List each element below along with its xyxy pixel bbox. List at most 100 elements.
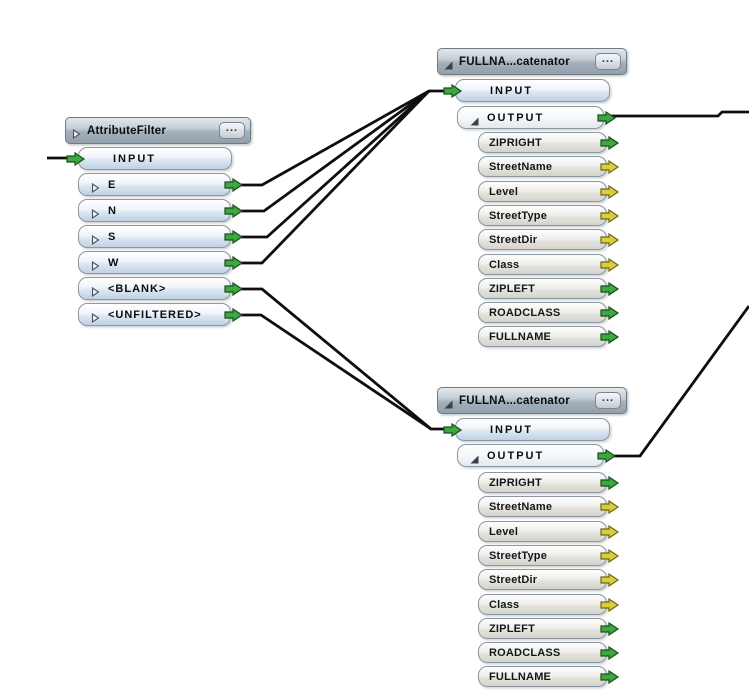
attribute-arrow-icon[interactable] bbox=[600, 257, 620, 272]
input-arrow-icon[interactable] bbox=[443, 422, 463, 437]
attribute-arrow-icon[interactable] bbox=[600, 208, 620, 223]
attribute-arrow-icon[interactable] bbox=[600, 475, 620, 490]
attribute-row-class[interactable]: Class bbox=[478, 254, 620, 275]
collapse-triangle-icon[interactable] bbox=[91, 232, 100, 245]
attribute-label: Level bbox=[489, 525, 519, 538]
port-label: <UNFILTERED> bbox=[108, 308, 202, 321]
attribute-row-streetname[interactable]: StreetName bbox=[478, 156, 620, 177]
filter-port-n[interactable]: N bbox=[78, 199, 244, 222]
port-label: E bbox=[108, 178, 117, 191]
connection-bottom-output-upright[interactable] bbox=[611, 305, 749, 458]
input-arrow-icon[interactable] bbox=[66, 151, 86, 166]
connection-top-output-right[interactable] bbox=[611, 110, 749, 118]
attribute-row-zipleft[interactable]: ZIPLEFT bbox=[478, 278, 620, 299]
port-label: N bbox=[108, 204, 117, 217]
collapse-triangle-icon[interactable] bbox=[91, 258, 100, 271]
filter-port-blank[interactable]: <BLANK> bbox=[78, 277, 244, 300]
attribute-label: ZIPLEFT bbox=[489, 282, 536, 295]
attribute-row-streettype[interactable]: StreetType bbox=[478, 545, 620, 566]
port-input[interactable]: INPUT bbox=[66, 147, 232, 170]
transformer-title: FULLNA...catenator bbox=[459, 394, 570, 407]
attribute-row-streettype[interactable]: StreetType bbox=[478, 205, 620, 226]
attribute-row-level[interactable]: Level bbox=[478, 521, 620, 542]
expand-triangle-icon[interactable] bbox=[444, 396, 453, 408]
attribute-row-streetname[interactable]: StreetName bbox=[478, 496, 620, 517]
attribute-arrow-icon[interactable] bbox=[600, 645, 620, 660]
attribute-row-streetdir[interactable]: StreetDir bbox=[478, 569, 620, 590]
attribute-label: StreetName bbox=[489, 500, 553, 513]
attribute-arrow-icon[interactable] bbox=[600, 669, 620, 684]
attribute-arrow-icon[interactable] bbox=[600, 159, 620, 174]
connection-s-to-top-input[interactable] bbox=[239, 89, 430, 239]
connection-w-to-top-input[interactable] bbox=[239, 90, 431, 265]
attribute-row-zipright[interactable]: ZIPRIGHT bbox=[478, 132, 620, 153]
attribute-arrow-icon[interactable] bbox=[600, 597, 620, 612]
collapse-triangle-icon[interactable] bbox=[91, 310, 100, 323]
output-arrow-icon[interactable] bbox=[224, 203, 244, 218]
attribute-row-fullname[interactable]: FULLNAME bbox=[478, 326, 620, 347]
port-label: OUTPUT bbox=[487, 111, 545, 124]
filter-port-s[interactable]: S bbox=[78, 225, 244, 248]
attribute-row-roadclass[interactable]: ROADCLASS bbox=[478, 642, 620, 663]
attribute-label: StreetName bbox=[489, 160, 553, 173]
attribute-arrow-icon[interactable] bbox=[600, 281, 620, 296]
attribute-label: StreetDir bbox=[489, 573, 538, 586]
attribute-label: Class bbox=[489, 258, 520, 271]
connection-e-to-top-input[interactable] bbox=[239, 89, 452, 187]
filter-port-unfiltered[interactable]: <UNFILTERED> bbox=[78, 303, 244, 326]
output-arrow-icon[interactable] bbox=[597, 110, 617, 125]
attribute-arrow-icon[interactable] bbox=[600, 232, 620, 247]
attribute-label: StreetType bbox=[489, 209, 548, 222]
output-arrow-icon[interactable] bbox=[224, 229, 244, 244]
output-arrow-icon[interactable] bbox=[224, 281, 244, 296]
connection-unfiltered-to-bottom-input[interactable] bbox=[239, 313, 432, 431]
attribute-arrow-icon[interactable] bbox=[600, 621, 620, 636]
filter-port-w[interactable]: W bbox=[78, 251, 244, 274]
attribute-label: ZIPLEFT bbox=[489, 622, 536, 635]
connection-blank-to-bottom-input[interactable] bbox=[239, 287, 452, 431]
attributefilter-header[interactable]: AttributeFilter ... bbox=[65, 117, 251, 144]
attribute-arrow-icon[interactable] bbox=[600, 184, 620, 199]
attribute-arrow-icon[interactable] bbox=[600, 305, 620, 320]
attribute-arrow-icon[interactable] bbox=[600, 499, 620, 514]
input-arrow-icon[interactable] bbox=[443, 83, 463, 98]
attribute-row-class[interactable]: Class bbox=[478, 594, 620, 615]
port-input[interactable]: INPUT bbox=[443, 418, 610, 441]
output-arrow-icon[interactable] bbox=[224, 307, 244, 322]
transformer-concatenator-bottom: FULLNA...catenator ... INPUT OUTPUT ZIPR… bbox=[437, 387, 627, 696]
port-input[interactable]: INPUT bbox=[443, 79, 610, 102]
attribute-arrow-icon[interactable] bbox=[600, 329, 620, 344]
properties-ellipsis-button[interactable]: ... bbox=[219, 122, 245, 139]
attribute-row-streetdir[interactable]: StreetDir bbox=[478, 229, 620, 250]
attribute-arrow-icon[interactable] bbox=[600, 135, 620, 150]
expand-triangle-icon[interactable] bbox=[470, 451, 479, 463]
attribute-arrow-icon[interactable] bbox=[600, 548, 620, 563]
concatenator-top-header[interactable]: FULLNA...catenator ... bbox=[437, 48, 627, 75]
properties-ellipsis-button[interactable]: ... bbox=[595, 392, 621, 409]
collapse-triangle-icon[interactable] bbox=[91, 284, 100, 297]
attribute-arrow-icon[interactable] bbox=[600, 572, 620, 587]
connection-n-to-top-input[interactable] bbox=[239, 89, 430, 213]
properties-ellipsis-button[interactable]: ... bbox=[595, 53, 621, 70]
transformer-title: AttributeFilter bbox=[87, 124, 167, 137]
attribute-row-level[interactable]: Level bbox=[478, 181, 620, 202]
attribute-arrow-icon[interactable] bbox=[600, 524, 620, 539]
port-output[interactable]: OUTPUT bbox=[457, 106, 617, 129]
collapse-triangle-icon[interactable] bbox=[91, 180, 100, 193]
filter-port-e[interactable]: E bbox=[78, 173, 244, 196]
expand-triangle-icon[interactable] bbox=[444, 57, 453, 69]
expand-triangle-icon[interactable] bbox=[470, 113, 479, 125]
port-output[interactable]: OUTPUT bbox=[457, 444, 617, 467]
output-arrow-icon[interactable] bbox=[224, 255, 244, 270]
collapse-triangle-icon[interactable] bbox=[72, 126, 81, 139]
output-arrow-icon[interactable] bbox=[224, 177, 244, 192]
output-arrow-icon[interactable] bbox=[597, 448, 617, 463]
attribute-row-zipright[interactable]: ZIPRIGHT bbox=[478, 472, 620, 493]
concatenator-bottom-header[interactable]: FULLNA...catenator ... bbox=[437, 387, 627, 414]
attribute-row-fullname[interactable]: FULLNAME bbox=[478, 666, 620, 687]
collapse-triangle-icon[interactable] bbox=[91, 206, 100, 219]
attribute-row-roadclass[interactable]: ROADCLASS bbox=[478, 302, 620, 323]
attribute-label: StreetType bbox=[489, 549, 548, 562]
attribute-row-zipleft[interactable]: ZIPLEFT bbox=[478, 618, 620, 639]
